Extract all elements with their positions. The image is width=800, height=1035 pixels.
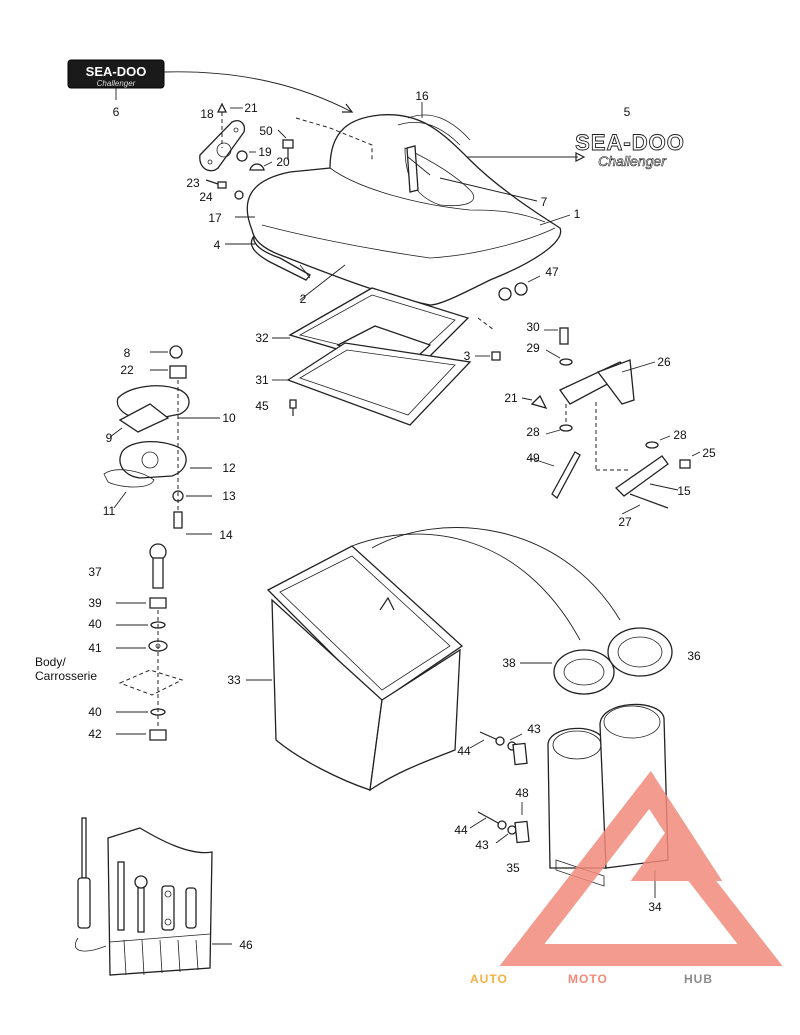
callout-31: 31: [255, 373, 269, 387]
callout-labels: 6 5 16 18 21 50 19 20 23 24 17 4 7 1 2 4…: [35, 89, 716, 952]
callout-39: 39: [88, 596, 102, 610]
svg-text:SEA-DOO: SEA-DOO: [86, 64, 147, 79]
callout-20: 20: [276, 155, 290, 169]
callout-44b: 44: [454, 823, 468, 837]
callout-23: 23: [186, 176, 200, 190]
decal-sea-doo-left: SEA-DOO Challenger: [67, 59, 165, 89]
intake-covers: [553, 627, 673, 695]
callout-36: 36: [687, 649, 701, 663]
svg-text:SEA-DOO: SEA-DOO: [575, 130, 685, 155]
callout-26: 26: [657, 355, 671, 369]
callout-43b: 43: [475, 838, 489, 852]
callout-19: 19: [258, 145, 272, 159]
latch-stack: [103, 345, 220, 535]
callout-18: 18: [200, 107, 214, 121]
callout-35: 35: [506, 861, 520, 875]
svg-text:Challenger: Challenger: [97, 79, 136, 88]
callout-13: 13: [222, 489, 236, 503]
svg-text:HUB: HUB: [684, 972, 713, 986]
callout-22: 22: [120, 363, 134, 377]
clamp-upper: [479, 731, 528, 766]
washer-24: [234, 190, 244, 200]
callout-25: 25: [702, 446, 716, 460]
nut-47: [498, 287, 512, 301]
callout-46: 46: [239, 938, 253, 952]
callout-21b: 21: [504, 391, 518, 405]
tool-kit: [74, 817, 213, 976]
callout-16: 16: [415, 89, 429, 103]
callout-32: 32: [255, 331, 269, 345]
callout-48: 48: [515, 786, 529, 800]
hinge-bracket: [521, 327, 701, 515]
callout-2: 2: [300, 292, 307, 306]
washer-19: [236, 150, 248, 162]
callout-33: 33: [227, 673, 241, 687]
callout-34: 34: [648, 900, 662, 914]
callout-9: 9: [106, 431, 113, 445]
callout-21a: 21: [244, 101, 258, 115]
decal-sea-doo-right: SEA-DOO Challenger: [575, 130, 685, 170]
callout-4: 4: [214, 238, 221, 252]
callout-5: 5: [624, 105, 631, 119]
callout-24: 24: [199, 190, 213, 204]
callout-12: 12: [222, 461, 236, 475]
mount-stack: [116, 543, 184, 741]
callout-15: 15: [677, 484, 691, 498]
nut-21-top: [216, 102, 228, 113]
callout-45: 45: [255, 399, 269, 413]
callout-43a: 43: [527, 722, 541, 736]
callout-11: 11: [103, 504, 116, 518]
storage-bin: [266, 527, 621, 792]
callout-41: 41: [88, 641, 102, 655]
callout-47: 47: [545, 265, 559, 279]
clamp-lower: [477, 811, 530, 844]
callout-30: 30: [526, 320, 540, 334]
svg-text:MOTO: MOTO: [568, 972, 608, 986]
callout-29: 29: [526, 341, 540, 355]
callout-6: 6: [113, 105, 120, 119]
callout-7: 7: [541, 195, 548, 209]
watermark-logo: [499, 771, 783, 966]
screw-45: [289, 399, 297, 409]
body-label-line1: Body/: [35, 655, 66, 669]
callout-38: 38: [502, 656, 516, 670]
callout-10: 10: [222, 411, 236, 425]
callout-40b: 40: [88, 705, 102, 719]
screw-23: [217, 181, 227, 189]
callout-40a: 40: [88, 617, 102, 631]
body-label-line2: Carrosserie: [35, 669, 97, 683]
screw-3: [491, 351, 501, 361]
callout-1: 1: [574, 207, 581, 221]
bolt-50: [282, 139, 294, 149]
callout-28b: 28: [673, 428, 687, 442]
callout-14: 14: [219, 528, 233, 542]
callout-17: 17: [208, 211, 222, 225]
callout-37: 37: [88, 565, 102, 579]
callout-27: 27: [618, 515, 632, 529]
callout-42: 42: [88, 727, 102, 741]
callout-3: 3: [464, 349, 471, 363]
hatch-frame-31: [286, 342, 472, 426]
clip-20: [249, 163, 265, 171]
svg-text:Challenger: Challenger: [598, 153, 667, 169]
watermark-text: AUTO MOTO HUB: [470, 972, 713, 986]
callout-8: 8: [124, 346, 131, 360]
callout-44a: 44: [457, 744, 471, 758]
callout-49: 49: [526, 451, 540, 465]
callout-28a: 28: [526, 425, 540, 439]
seat-assembly: [246, 114, 562, 306]
callout-50: 50: [259, 124, 273, 138]
seat-latch-plate: [199, 120, 246, 172]
svg-text:AUTO: AUTO: [470, 972, 508, 986]
